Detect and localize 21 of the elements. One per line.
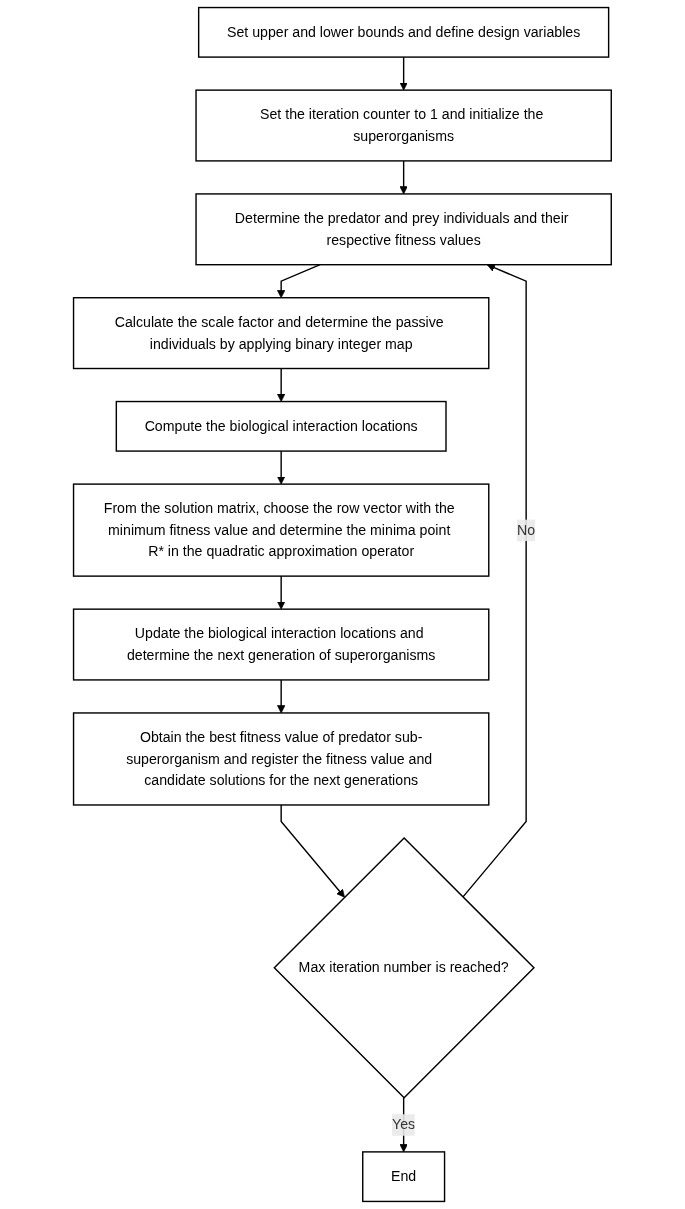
arrow — [277, 450, 286, 485]
arrow — [399, 56, 408, 91]
arrow — [277, 575, 286, 610]
node-box: Obtain the best fitness value of predator sub-superorganism and register the fitness value and candidate solutions for the next generations — [72, 712, 490, 806]
node-box: Determine the predator and prey individuals and their respective fitness values — [195, 193, 613, 266]
edge-label: No — [517, 521, 536, 538]
arrow — [277, 679, 286, 714]
arrow — [277, 264, 321, 299]
arrow — [277, 367, 286, 402]
arrow — [462, 263, 527, 898]
arrow — [399, 160, 408, 195]
node-box: Compute the biological interaction locations — [115, 400, 447, 452]
node-box: Set the iteration counter to 1 and initialize the superorganisms — [195, 89, 613, 162]
arrow — [280, 804, 345, 898]
node-box: Set upper and lower bounds and define design variables — [198, 6, 610, 58]
node-box: Calculate the scale factor and determine the passive individuals by applying binary integer map — [72, 297, 490, 370]
node-diamond: Max iteration number is reached? — [273, 837, 536, 1099]
edge-label: Yes — [392, 1116, 416, 1133]
node-box: Update the biological interaction locations and determine the next generation of superorganisms — [72, 608, 490, 681]
node-box: From the solution matrix, choose the row vector with the minimum fitness value and determine the minima point R* in the quadratic approximation operator — [72, 483, 490, 577]
node-box: End — [362, 1151, 446, 1203]
